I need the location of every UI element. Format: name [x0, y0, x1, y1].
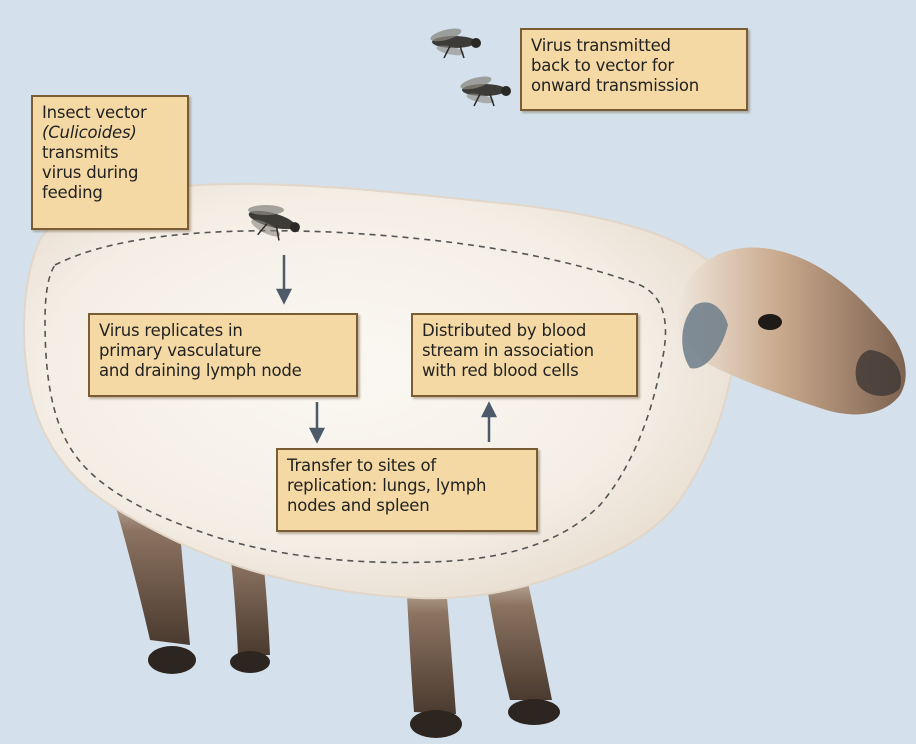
- label-virus-replicates: Virus replicates in primary vasculature …: [88, 313, 358, 397]
- label-line: Distributed by blood: [422, 321, 627, 341]
- label-line: with red blood cells: [422, 361, 627, 381]
- label-transfer-to-sites: Transfer to sites of replication: lungs,…: [276, 448, 538, 532]
- label-line: stream in association: [422, 341, 627, 361]
- label-line: primary vasculature: [99, 341, 347, 361]
- label-line: back to vector for: [531, 56, 737, 76]
- hoof: [508, 699, 560, 725]
- label-line: onward transmission: [531, 76, 737, 96]
- label-insect-vector: Insect vector (Culicoides) transmits vir…: [31, 95, 189, 230]
- label-line: feeding: [42, 183, 178, 203]
- sheep-eye: [758, 314, 782, 330]
- label-line: and draining lymph node: [99, 361, 347, 381]
- label-line: Virus replicates in: [99, 321, 347, 341]
- fly-icon: [429, 26, 481, 58]
- label-line: Virus transmitted: [531, 36, 737, 56]
- label-line: Insect vector: [42, 103, 178, 123]
- hoof: [230, 651, 270, 673]
- label-line: transmits: [42, 143, 178, 163]
- label-line: replication: lungs, lymph: [287, 476, 527, 496]
- label-line: (Culicoides): [42, 123, 178, 143]
- label-line: Transfer to sites of: [287, 456, 527, 476]
- label-line: nodes and spleen: [287, 496, 527, 516]
- fly-icon: [459, 74, 511, 106]
- label-virus-transmitted-back: Virus transmitted back to vector for onw…: [520, 28, 748, 111]
- label-line: virus during: [42, 163, 178, 183]
- hoof: [148, 646, 196, 674]
- label-distributed-by-blood: Distributed by blood stream in associati…: [411, 313, 638, 397]
- hoof: [410, 710, 462, 738]
